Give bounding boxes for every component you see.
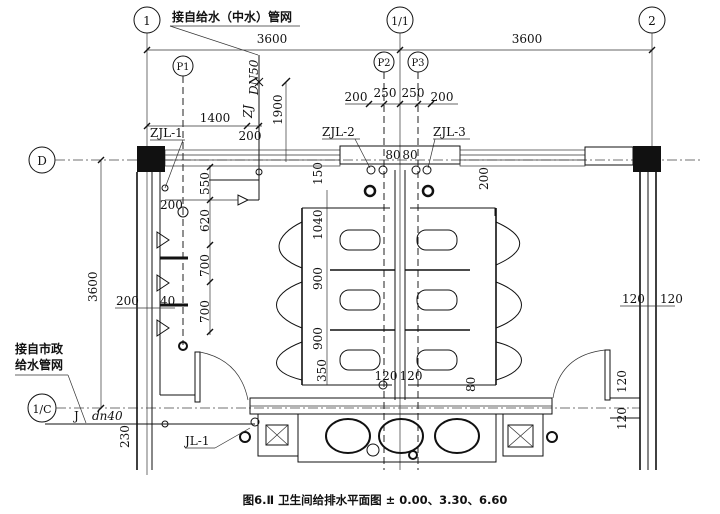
dimension-label: 1900 — [271, 94, 285, 125]
dimension-label: 550 — [198, 172, 212, 195]
supply-top-label: 接自给水（中水）管网 — [172, 9, 292, 24]
top-wall — [137, 145, 661, 172]
top-dimension: 3600 3600 — [143, 32, 656, 54]
city-supply-label-2: 给水管网 — [15, 357, 63, 372]
dimension-label: 1400 — [200, 111, 231, 125]
dimension-label: 120 — [375, 369, 398, 383]
right-wall — [610, 172, 657, 470]
dimension-label: 250 — [402, 86, 425, 100]
sink-counter — [239, 397, 558, 463]
axis-1: 1 — [133, 6, 161, 475]
dimension-label: 1/C — [32, 403, 51, 416]
left-wall — [136, 172, 195, 470]
dimension-label: 200 — [477, 167, 491, 190]
dimension-label: 250 — [374, 86, 397, 100]
dimension-label: 120 — [400, 369, 423, 383]
dimension-label: 1 — [143, 14, 151, 28]
dimension-label: 230 — [118, 425, 132, 448]
dimension-label: 3600 — [86, 271, 100, 302]
doors — [194, 349, 611, 403]
dimension-label: 120 — [615, 407, 629, 430]
dimension-label: 80 — [464, 377, 478, 392]
pipe-type-j: J — [72, 409, 79, 423]
dimension-label: 700 — [198, 300, 212, 323]
dimension-label: 2 — [648, 14, 656, 28]
riser-p1: P1 — [172, 55, 194, 345]
axis-2: 2 — [638, 6, 666, 150]
city-supply-label-1: 接自市政 — [15, 341, 64, 356]
dimension-label: 200 — [431, 90, 454, 104]
pipe-size-dn40: dn40 — [92, 409, 123, 423]
dimension-label: 200 — [116, 294, 139, 308]
urinals — [156, 231, 188, 351]
dimension-label: P3 — [411, 58, 424, 69]
dimension-label: 3600 — [512, 32, 543, 46]
dimension-label: 40 — [160, 294, 175, 308]
riser-zjl3-label: ZJL-3 — [433, 125, 466, 139]
riser-jl1-label: JL-1 — [183, 434, 209, 448]
dimension-label: 120 — [622, 292, 645, 306]
dimension-label: 120 — [660, 292, 683, 306]
riser-zjl2-label: ZJL-2 — [322, 125, 355, 139]
dimension-label: P2 — [377, 58, 390, 69]
dimension-label: 150 — [311, 162, 325, 185]
dimension-label: 900 — [311, 267, 325, 290]
pipe-type-zj: ZJ — [241, 104, 255, 119]
dimension-label: 200 — [160, 198, 183, 212]
axis-1-1: 1/1 — [386, 6, 414, 470]
dimension-label: 200 — [239, 129, 262, 143]
dimension-label: 1/1 — [391, 15, 409, 28]
dimension-label: P1 — [176, 62, 189, 73]
dimension-label: D — [37, 154, 47, 168]
dimension-label: 80 — [402, 148, 417, 162]
axis-1-C: 1/C — [27, 393, 640, 423]
dimension-label: 700 — [198, 254, 212, 277]
toilet-stalls — [276, 170, 522, 400]
dimension-label: 350 — [315, 359, 329, 382]
riser-p3: P3 — [407, 51, 429, 470]
riser-zjl1-label: ZJL-1 — [150, 126, 183, 140]
riser-p2: P2 — [373, 51, 395, 470]
dimension-label: 1040 — [311, 209, 325, 240]
pipe-size-dn50: DN50 — [247, 59, 261, 96]
axis-D: D — [28, 146, 700, 174]
dimension-label: 620 — [198, 209, 212, 232]
dimension-label: 3600 — [257, 32, 288, 46]
dimension-label: 900 — [311, 327, 325, 350]
figure-caption: 图6.Ⅱ 卫生间给排水平面图 ± 0.00、3.30、6.60 — [243, 493, 508, 507]
dimension-label: 200 — [345, 90, 368, 104]
dimension-label: 80 — [385, 148, 400, 162]
dimension-label: 120 — [615, 370, 629, 393]
